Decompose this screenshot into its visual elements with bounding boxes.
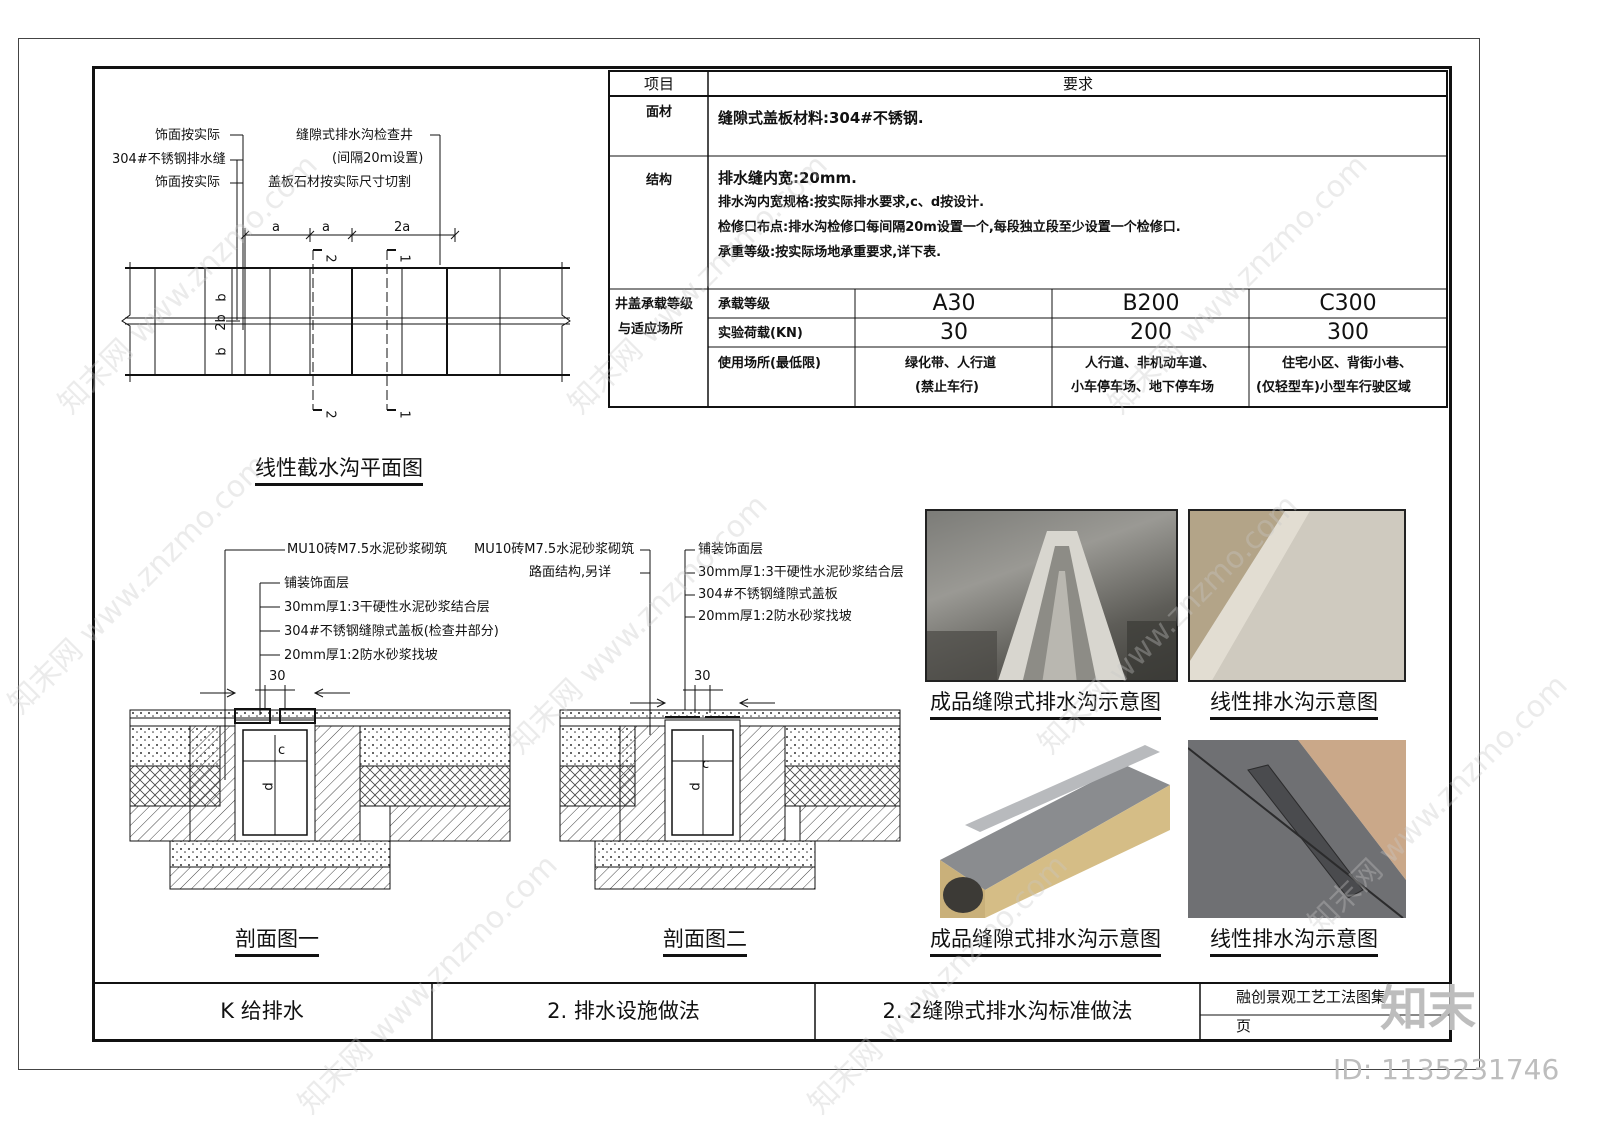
section2-dim-30: 30	[694, 669, 711, 684]
load-row-grade: 承载等级	[718, 297, 771, 312]
photo-caption-3: 成品缝隙式排水沟示意图	[930, 929, 1161, 957]
photo-caption-2: 线性排水沟示意图	[1210, 692, 1378, 720]
section2-title: 剖面图二	[663, 929, 747, 957]
place-c300-line-2: (仅轻型车)小型车行驶区域	[1256, 380, 1411, 395]
title-block-grid	[92, 982, 1452, 1042]
section1-label-4: 304#不锈钢缝隙式盖板(检查井部分)	[284, 624, 499, 639]
load-label-line-1: 井盖承载等级	[615, 297, 694, 312]
load-label-line-2: 与适应场所	[618, 322, 684, 337]
section2-dim-d: d	[688, 782, 704, 791]
linear-drain-photo-2	[1188, 740, 1406, 918]
table-header-item: 项目	[643, 74, 674, 93]
place-b200-line-1: 人行道、非机动车道、	[1085, 356, 1216, 371]
plan-dim-a-2: a	[322, 220, 330, 235]
grade-b200: B200	[1122, 290, 1180, 316]
section2-right-label-1: 铺装饰面层	[698, 542, 764, 557]
load-row-places: 使用场所(最低限)	[718, 356, 821, 371]
section1-dim-c: c	[278, 743, 286, 758]
load-300: 300	[1327, 319, 1369, 345]
plan-dim-a-1: a	[272, 220, 280, 235]
channel-unit-image	[940, 745, 1170, 918]
section-one-drawing	[129, 549, 511, 890]
section2-right-label-2: 30mm厚1:3干硬性水泥砂浆结合层	[698, 565, 904, 580]
place-c300-line-1: 住宅小区、背街小巷、	[1282, 356, 1413, 371]
table-header-requirement: 要求	[1062, 74, 1093, 93]
title-cell-page: 页	[1236, 1017, 1252, 1035]
structure-line-1: 排水缝内宽:20mm.	[718, 169, 857, 187]
section1-dim-30: 30	[269, 669, 286, 684]
structure-line-2: 排水沟内宽规格:按实际排水要求,c、d按设计.	[718, 195, 985, 210]
title-cell-section: 2. 排水设施做法	[547, 999, 700, 1024]
plan-drawing	[121, 134, 571, 411]
section2-left-label-1: MU10砖M7.5水泥砂浆砌筑	[474, 542, 635, 557]
plan-right-label-3: 盖板石材按实际尺寸切割	[268, 175, 412, 190]
load-30: 30	[940, 319, 968, 345]
photo-caption-1: 成品缝隙式排水沟示意图	[930, 692, 1161, 720]
row-material-label: 面材	[646, 105, 673, 120]
plan-section-mark-2-bottom: 2	[322, 410, 338, 419]
product-channel-photo-1	[925, 509, 1178, 682]
plan-section-mark-1-top: 1	[396, 254, 412, 263]
plan-right-label-2: (间隔20m设置)	[332, 151, 424, 166]
section2-right-label-3: 304#不锈钢缝隙式盖板	[698, 587, 838, 602]
plan-left-label-1: 饰面按实际	[155, 128, 221, 143]
section-two-drawing	[559, 549, 901, 890]
plan-left-label-3: 饰面按实际	[155, 175, 221, 190]
section2-dim-c: c	[702, 757, 710, 772]
place-a30-line-1: 绿化带、人行道	[905, 356, 997, 371]
row-material-text: 缝隙式盖板材料:304#不锈钢.	[718, 109, 924, 127]
place-b200-line-2: 小车停车场、地下停车场	[1071, 380, 1215, 395]
photo-caption-4: 线性排水沟示意图	[1210, 929, 1378, 957]
section1-label-2: 铺装饰面层	[284, 576, 350, 591]
load-row-test-load: 实验荷载(KN)	[718, 326, 803, 341]
section1-title: 剖面图一	[235, 929, 319, 957]
plan-right-label-1: 缝隙式排水沟检查井	[296, 128, 414, 143]
section1-label-3: 30mm厚1:3干硬性水泥砂浆结合层	[284, 600, 490, 615]
outer-frame	[18, 38, 1480, 1070]
structure-line-3: 检修口布点:排水沟检修口每间隔20m设置一个,每段独立段至少设置一个检修口.	[718, 220, 1181, 235]
title-cell-category: K 给排水	[220, 999, 304, 1024]
plan-title: 线性截水沟平面图	[255, 458, 423, 486]
watermark-logo: 知末	[1380, 981, 1477, 1037]
place-a30-line-2: (禁止车行)	[915, 380, 979, 395]
product-channel-photo-2	[925, 740, 1178, 918]
section1-dim-d: d	[261, 782, 277, 791]
plan-dim-2a: 2a	[394, 220, 411, 235]
watermark-id: ID: 1135231746	[1333, 1053, 1560, 1086]
plan-section-mark-2-top: 2	[322, 254, 338, 263]
title-cell-atlas: 融创景观工艺工法图集	[1236, 988, 1387, 1006]
paving-drain-image	[1190, 511, 1404, 680]
plan-left-label-2: 304#不锈钢排水缝	[112, 152, 226, 167]
section1-label-5: 20mm厚1:2防水砂浆找坡	[284, 648, 438, 663]
plan-dim-2b: 2b	[213, 314, 229, 331]
plan-dim-b-1: b	[214, 293, 230, 302]
title-cell-subsection: 2. 2缝隙式排水沟标准做法	[882, 999, 1133, 1024]
spec-table-grid	[608, 70, 1448, 408]
slot-drain-image	[1188, 740, 1406, 918]
row-structure-label: 结构	[646, 173, 673, 188]
drawing-border	[92, 66, 1452, 1042]
channel-trench-image	[927, 531, 1176, 680]
structure-line-4: 承重等级:按实际场地承重要求,详下表.	[718, 245, 942, 260]
plan-section-mark-1-bottom: 1	[396, 410, 412, 419]
section2-right-label-4: 20mm厚1:2防水砂浆找坡	[698, 609, 852, 624]
section1-label-1: MU10砖M7.5水泥砂浆砌筑	[287, 542, 448, 557]
grade-c300: C300	[1319, 290, 1377, 316]
grade-a30: A30	[932, 290, 976, 316]
linear-drain-photo-1	[1188, 509, 1406, 682]
section2-left-label-2: 路面结构,另详	[529, 565, 612, 580]
plan-dim-b-2: b	[214, 347, 230, 356]
load-200: 200	[1130, 319, 1172, 345]
